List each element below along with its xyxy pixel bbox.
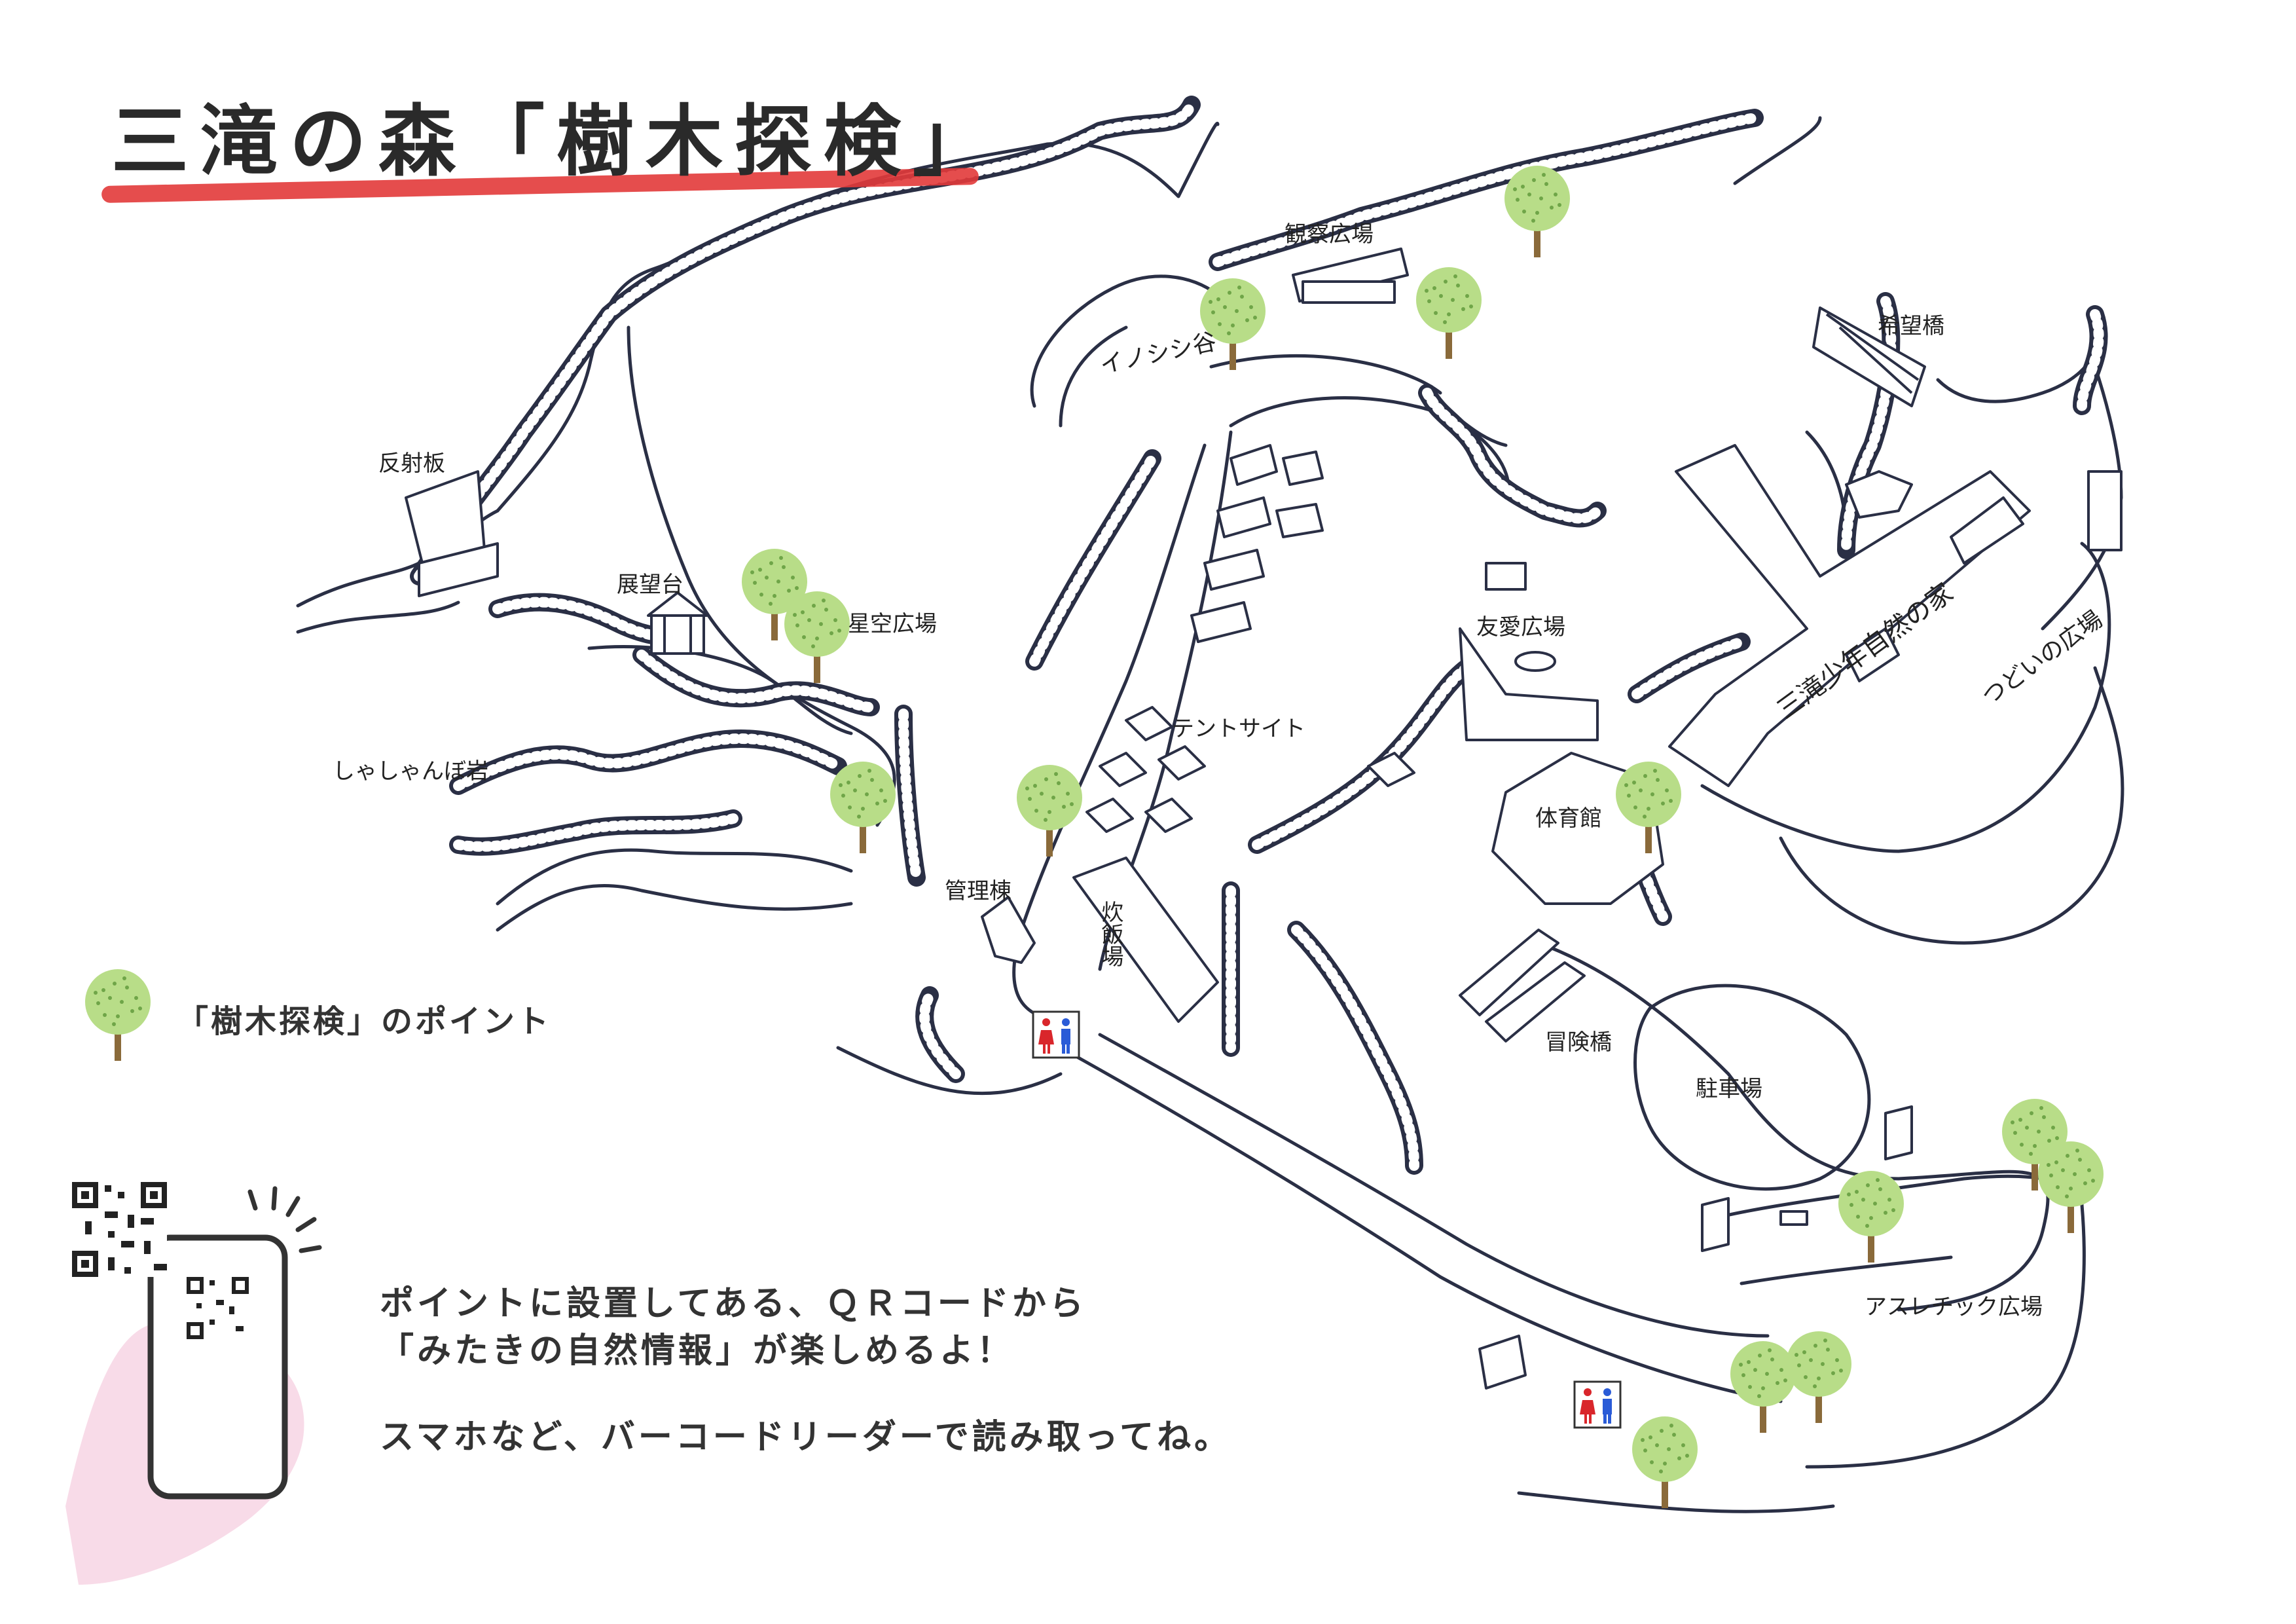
label-kibo-bashi: 希望橋	[1878, 313, 1944, 339]
label-tent-site: テントサイト	[1172, 716, 1305, 742]
qr-code-icon	[72, 1182, 167, 1277]
camp-pitches	[1190, 444, 1324, 643]
cooking-area	[1072, 857, 1219, 1023]
label-tenbodai: 展望台	[617, 572, 683, 598]
info-line-3: スマホなど、バーコードリーダーで読み取ってね。	[380, 1418, 1232, 1457]
gazebo-icon	[647, 591, 708, 655]
reflector-structure	[405, 470, 499, 597]
label-taiikukan: 体育館	[1535, 805, 1602, 832]
smartphone-icon	[147, 1234, 288, 1500]
qr-code-icon-small	[187, 1277, 249, 1339]
label-yuai-hiroba: 友愛広場	[1476, 614, 1565, 640]
label-hanshaban: 反射板	[378, 451, 445, 477]
label-chushajo: 駐車場	[1696, 1076, 1762, 1102]
label-athletic-hiroba: アスレチック広場	[1865, 1294, 2043, 1320]
label-boken-bashi: 冒険橋	[1545, 1029, 1612, 1056]
nature-house-building	[1668, 444, 2031, 787]
observation-shelter	[1292, 248, 1409, 304]
page-title: 三滝の森「樹木探検」	[111, 96, 1002, 187]
legend-label: 「樹木探検」のポイント	[177, 1003, 552, 1040]
info-line-1: ポイントに設置してある、ＱＲコードから	[380, 1284, 1087, 1323]
label-kanri-to: 管理棟	[945, 878, 1011, 904]
title-block: 三滝の森「樹木探検」	[101, 79, 1002, 204]
info-text: ポイントに設置してある、ＱＲコードから 「みたきの自然情報」が楽しめるよ！ スマ…	[380, 1280, 1231, 1461]
tent-icon	[1085, 706, 1415, 833]
label-kansatsu-hiroba: 観察広場	[1285, 221, 1374, 248]
label-shashanbo-iwa: しゃしゃんぼ岩	[333, 758, 488, 784]
bridge-icon	[1812, 306, 1926, 407]
yuai-plaza-structure	[1459, 562, 1599, 741]
info-line-2: 「みたきの自然情報」が楽しめるよ！	[380, 1331, 1015, 1371]
label-seiku-hiroba: 星空広場	[848, 611, 937, 637]
bridge-icon	[1459, 929, 1586, 1043]
label-suihan-jo: 炊飯場	[1097, 900, 1123, 967]
management-building	[981, 896, 1036, 964]
